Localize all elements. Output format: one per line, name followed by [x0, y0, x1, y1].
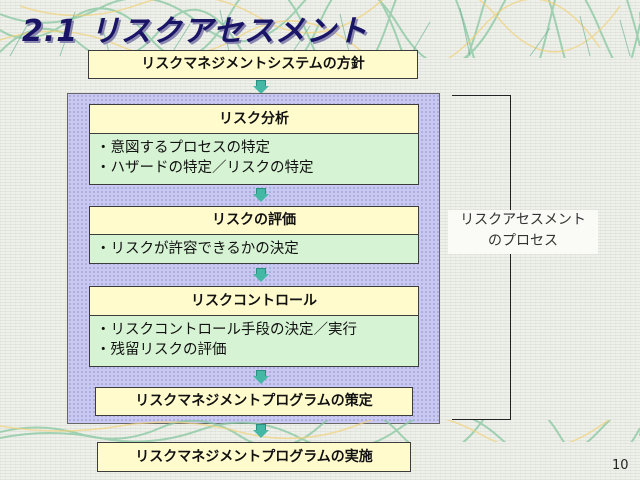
side-label-line: リスクアセスメント: [460, 212, 586, 228]
arrow-down-icon: [253, 370, 269, 384]
page-number: 10: [612, 458, 629, 473]
arrow-down-icon: [253, 188, 269, 202]
section-risk-control-details: ・リスクコントロール手段の決定／実行 ・残留リスクの評価: [89, 315, 419, 367]
page-title: 2.1 リスクアセスメント: [22, 14, 368, 49]
section-header-label: リスクの評価: [212, 212, 296, 228]
detail-item: ・残留リスクの評価: [96, 342, 227, 358]
program-implementation-box: リスクマネジメントプログラムの実施: [97, 442, 411, 472]
arrow-down-icon: [253, 80, 269, 94]
section-risk-control-header: リスクコントロール: [89, 286, 419, 316]
section-header-label: リスクコントロール: [191, 293, 317, 309]
policy-label: リスクマネジメントシステムの方針: [141, 56, 365, 72]
assessment-process-label: リスクアセスメント のプロセス: [448, 210, 598, 254]
grass-decoration-top: [0, 0, 640, 58]
program-planning-label: リスクマネジメントプログラムの策定: [135, 393, 373, 409]
arrow-down-icon: [253, 268, 269, 282]
policy-box: リスクマネジメントシステムの方針: [88, 50, 418, 79]
assessment-bracket: [452, 95, 511, 420]
section-header-label: リスク分析: [219, 111, 289, 127]
arrow-down-icon: [253, 424, 269, 438]
program-planning-box: リスクマネジメントプログラムの策定: [95, 387, 413, 416]
side-label-line: のプロセス: [488, 233, 558, 249]
detail-item: ・意図するプロセスの特定: [96, 140, 270, 156]
grass-decoration-bottom: [0, 420, 640, 442]
detail-item: ・ハザードの特定／リスクの特定: [96, 160, 314, 176]
section-risk-analysis-details: ・意図するプロセスの特定 ・ハザードの特定／リスクの特定: [89, 133, 419, 185]
detail-item: ・リスクが許容できるかの決定: [96, 241, 299, 257]
section-risk-evaluation-header: リスクの評価: [89, 206, 419, 235]
section-risk-evaluation-details: ・リスクが許容できるかの決定: [89, 234, 419, 264]
program-implementation-label: リスクマネジメントプログラムの実施: [135, 449, 373, 465]
section-risk-analysis-header: リスク分析: [89, 104, 419, 134]
detail-item: ・リスクコントロール手段の決定／実行: [96, 322, 357, 338]
